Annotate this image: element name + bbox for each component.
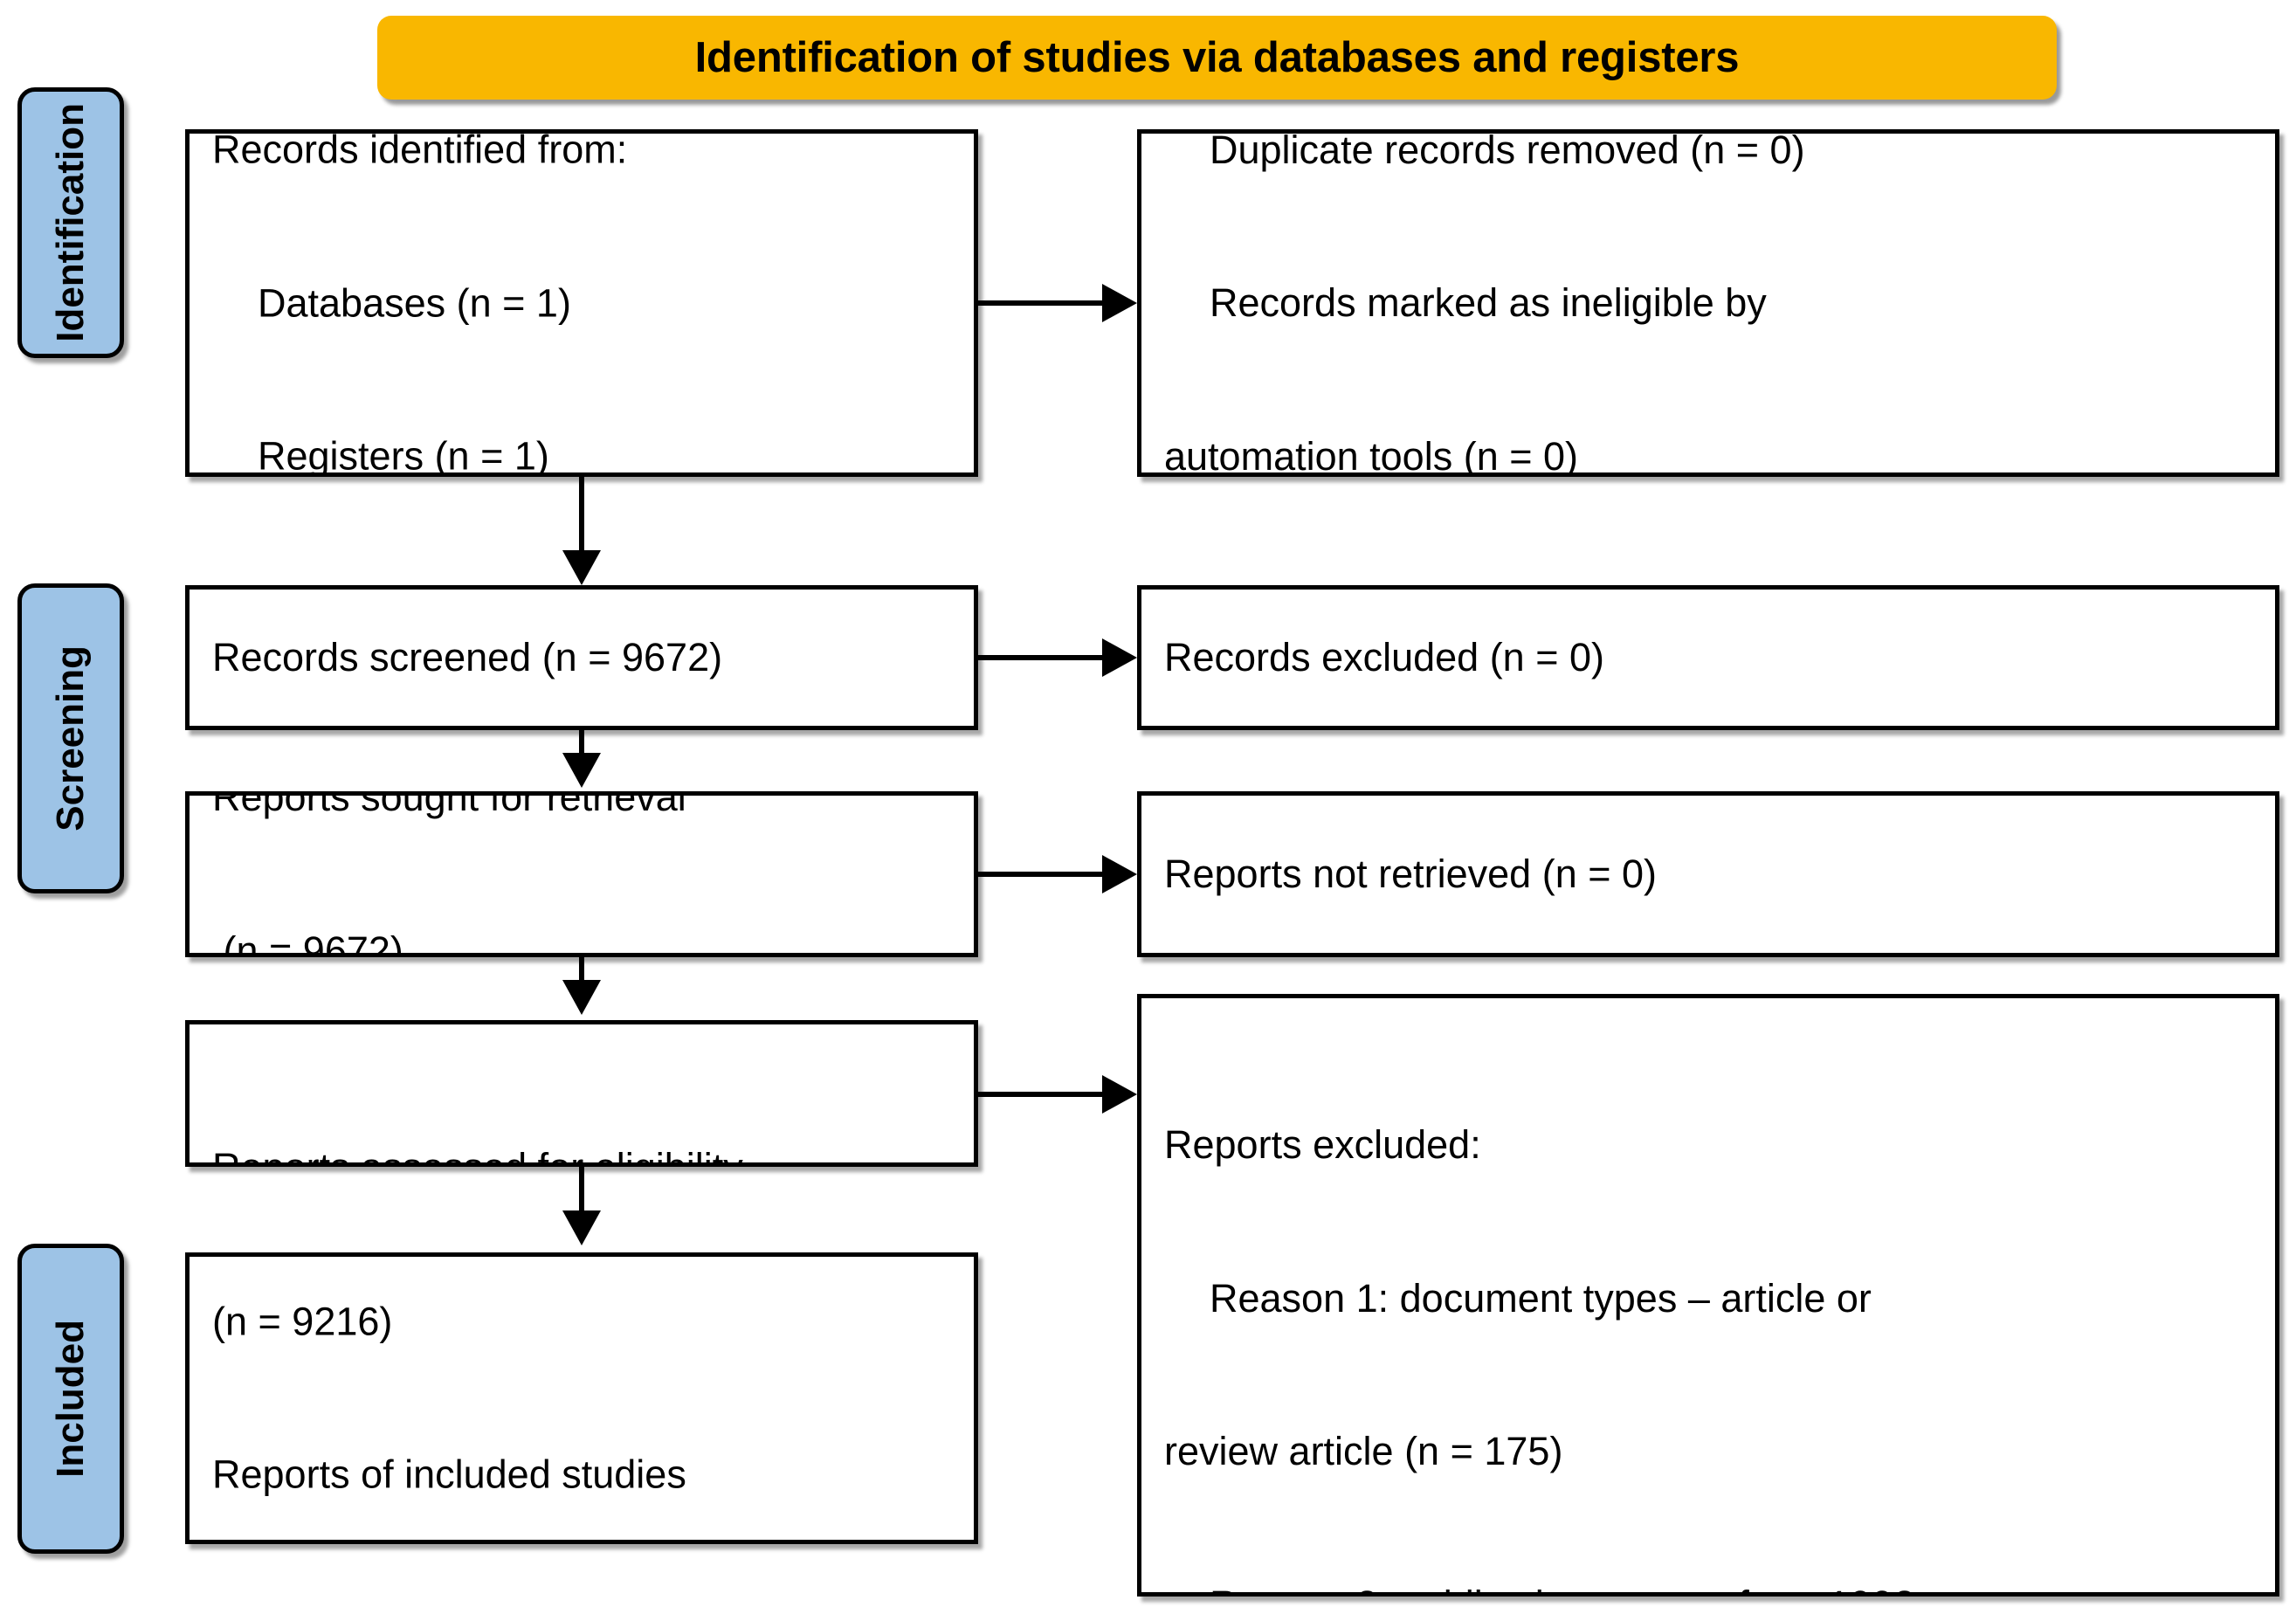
studies-included-line-3: Reports of included studies — [212, 1452, 686, 1497]
records-removed-line-2: Duplicate records removed (n = 0) — [1210, 129, 1805, 172]
connector-eligibility-to-reports-excluded-line — [978, 1092, 1109, 1097]
box-reports-assessed-for-eligibility: Reports assessed for eligibility (n = 96… — [185, 1020, 978, 1167]
arrow-down-icon-eligibility-to-included — [562, 1210, 601, 1245]
studies-included-line-2: (n = 9216) — [212, 1299, 393, 1343]
box-records-excluded: Records excluded (n = 0) — [1137, 585, 2279, 730]
reports-excluded-reason-1b: review article (n = 175) — [1164, 1429, 1563, 1473]
box-reports-not-retrieved: Reports not retrieved (n = 0) — [1137, 791, 2279, 957]
arrow-right-icon-identified-to-removed — [1102, 284, 1137, 322]
box-reports-sought-text: Reports sought for retrieval (n = 9672) — [212, 791, 965, 957]
arrow-down-icon-screened-to-sought — [562, 753, 601, 788]
phase-tab-identification: Identification — [17, 87, 124, 358]
reports-sought-line-2: (n = 9672) — [212, 928, 403, 957]
records-excluded-line-1: Records excluded (n = 0) — [1164, 634, 1605, 679]
box-records-removed-text: Records removed before screening: Duplic… — [1164, 129, 2266, 477]
reports-assessed-line-1: Reports assessed for eligibility — [212, 1142, 965, 1162]
reports-excluded-line-1: Reports excluded: — [1164, 1122, 1481, 1167]
arrow-right-icon-eligibility-to-reports-excluded — [1102, 1075, 1137, 1114]
arrow-right-icon-screened-to-excluded — [1102, 638, 1137, 677]
box-studies-included-text: Studies included in review (n = 9216) Re… — [212, 1257, 965, 1540]
box-records-removed-before-screening: Records removed before screening: Duplic… — [1137, 129, 2279, 477]
box-records-screened-text: Records screened (n = 9672) — [212, 590, 965, 726]
box-reports-sought-for-retrieval: Reports sought for retrieval (n = 9672) — [185, 791, 978, 957]
connector-sought-to-not-retrieved-line — [978, 872, 1109, 877]
box-reports-assessed-text: Reports assessed for eligibility (n = 96… — [212, 1040, 965, 1162]
connector-identified-to-screened-line — [579, 477, 584, 555]
connector-identified-to-removed-line — [978, 300, 1109, 306]
records-removed-line-3: Records marked as ineligible by — [1210, 279, 1767, 325]
box-records-identified: Records identified from: Databases (n = … — [185, 129, 978, 477]
connector-screened-to-excluded-line — [978, 655, 1109, 660]
arrow-right-icon-sought-to-not-retrieved — [1102, 855, 1137, 893]
arrow-down-icon-identified-to-screened — [562, 550, 601, 585]
records-removed-line-4: automation tools (n = 0) — [1164, 433, 1579, 477]
box-reports-excluded: Reports excluded: Reason 1: document typ… — [1137, 994, 2279, 1597]
reports-excluded-reason-2a: Reason 2: publication years – from 1992 … — [1164, 1580, 2266, 1593]
connector-screened-to-sought-line — [579, 730, 584, 756]
reports-not-retrieved-line-1: Reports not retrieved (n = 0) — [1164, 851, 1658, 896]
phase-label-identification: Identification — [49, 103, 92, 342]
records-screened-line-1: Records screened (n = 9672) — [212, 634, 723, 679]
connector-eligibility-to-included-line — [579, 1167, 584, 1214]
box-records-excluded-text: Records excluded (n = 0) — [1164, 590, 2266, 726]
arrow-down-icon-sought-to-eligibility — [562, 980, 601, 1015]
phase-label-screening: Screening — [49, 645, 92, 831]
phase-tab-screening: Screening — [17, 583, 124, 893]
box-records-identified-text: Records identified from: Databases (n = … — [212, 129, 965, 477]
records-identified-line-1: Records identified from: — [212, 129, 628, 172]
box-records-screened: Records screened (n = 9672) — [185, 585, 978, 730]
reports-excluded-reason-1a: Reason 1: document types – article or — [1210, 1275, 1872, 1321]
records-identified-line-3: Registers (n = 1) — [258, 433, 549, 477]
phase-label-included: Included — [49, 1320, 92, 1478]
reports-sought-line-1: Reports sought for retrieval — [212, 791, 686, 819]
connector-sought-to-eligibility-line — [579, 957, 584, 983]
box-reports-not-retrieved-text: Reports not retrieved (n = 0) — [1164, 796, 2266, 953]
phase-tab-included: Included — [17, 1244, 124, 1554]
box-reports-excluded-text: Reports excluded: Reason 1: document typ… — [1164, 1017, 2266, 1593]
diagram-title: Identification of studies via databases … — [694, 34, 1740, 81]
records-identified-line-2: Databases (n = 1) — [258, 279, 571, 325]
box-studies-included: Studies included in review (n = 9216) Re… — [185, 1252, 978, 1544]
diagram-header-banner: Identification of studies via databases … — [377, 16, 2057, 100]
